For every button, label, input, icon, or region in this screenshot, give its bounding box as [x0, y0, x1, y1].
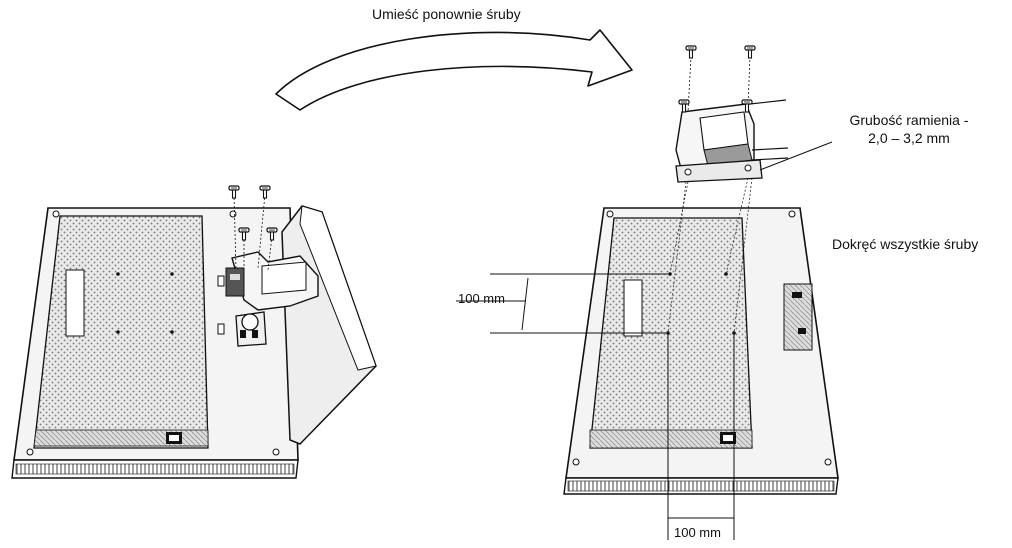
vesa-horizontal-dimension: 100 mm [674, 525, 721, 540]
reattach-screws-label: Umieść ponownie śruby [372, 6, 521, 22]
stand-illustration [225, 205, 377, 445]
curved-arrow-icon [275, 29, 633, 111]
arm-thickness-title: Grubość ramienia - [849, 112, 969, 128]
monitor-back-illustration [563, 207, 839, 495]
mounting-arm-illustration [675, 99, 833, 183]
tighten-all-screws-label: Dokręć wszystkie śruby [832, 236, 979, 252]
vesa-vertical-dimension: 100 mm [458, 291, 505, 306]
vesa-dimension-lines [456, 273, 735, 540]
screw-icon [667, 45, 756, 334]
arm-thickness-range: 2,0 – 3,2 mm [868, 130, 950, 146]
screw-icon [228, 185, 278, 276]
